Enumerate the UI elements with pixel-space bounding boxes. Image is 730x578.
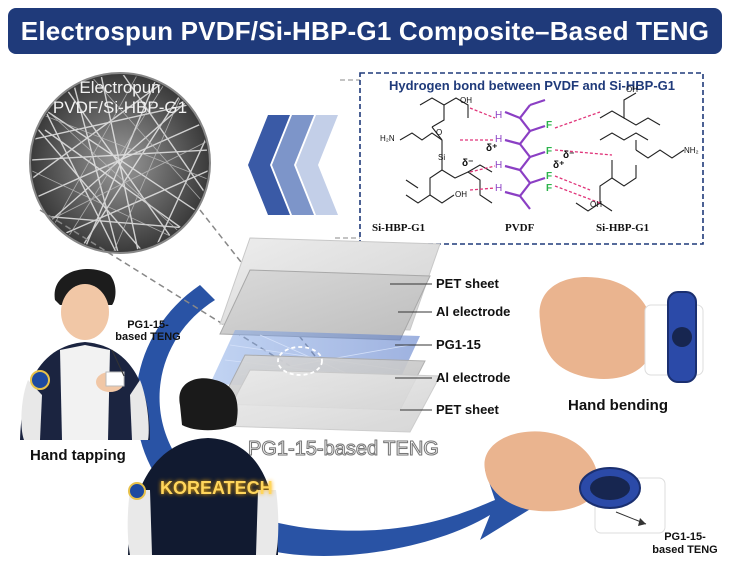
group-label: Si	[438, 153, 446, 162]
left-person-tag-line1: PG1-15-	[127, 319, 169, 331]
layer-label-pet-bottom: PET sheet	[436, 402, 499, 417]
group-label: OH	[455, 190, 467, 199]
fluorine-atom-label: F	[546, 183, 553, 194]
partial-charge-label: δ⁺	[486, 143, 498, 154]
layer-label-al-top: Al electrode	[436, 304, 511, 319]
right-molecule-name: Si-HBP-G1	[596, 222, 650, 234]
hydrogen-atom-label: H	[495, 160, 503, 171]
chevron-icon	[248, 115, 290, 215]
partial-charge-label: δ⁺	[553, 160, 565, 171]
left-molecule-structure	[399, 97, 493, 204]
jacket-text: KOREATECH	[160, 478, 273, 498]
layer-label-al-bottom: Al electrode	[436, 370, 511, 385]
pvdf-chain	[504, 98, 546, 210]
center-molecule-name: PVDF	[505, 222, 535, 234]
sem-label-line1: Electropun	[79, 78, 161, 97]
page-title: Electrospun PVDF/Si-HBP-G1 Composite–Bas…	[8, 8, 722, 54]
hydrogen-bond-lines	[460, 107, 613, 204]
hydrogen-atom-label: H	[495, 110, 503, 121]
group-label: OH	[626, 85, 638, 94]
left-molecule-name: Si-HBP-G1	[372, 222, 426, 234]
group-label: O	[436, 128, 443, 137]
partial-charge-label: δ⁻	[563, 150, 575, 161]
sem-label-line2: PVDF/Si-HBP-G1	[52, 98, 188, 117]
fluorine-atom-label: F	[546, 120, 553, 131]
bottom-tag-line1: PG1-15-	[664, 531, 706, 543]
group-label: NH₂	[684, 146, 699, 155]
group-label: H₂N	[380, 134, 395, 143]
hbond-panel	[359, 72, 704, 245]
curved-arrow	[135, 285, 545, 556]
hand-bending-caption: Hand bending	[568, 397, 668, 414]
bottom-tag-line2: based TENG	[652, 544, 718, 556]
fluorine-atom-label: F	[546, 146, 553, 157]
layer-label-pg1-15: PG1-15	[436, 337, 481, 352]
group-label: OH	[590, 200, 602, 209]
layer-label-pet-top: PET sheet	[436, 276, 499, 291]
chevron-icon	[296, 115, 338, 215]
zoom-line-right	[199, 209, 316, 357]
hand-tapping-caption: Hand tapping	[30, 447, 126, 464]
partial-charge-label: δ⁻	[462, 158, 474, 169]
hbond-panel-title: Hydrogen bond between PVDF and Si-HBP-G1	[388, 78, 676, 93]
device-label: PG1-15-based TENG	[248, 438, 440, 461]
fluorine-atom-label: F	[546, 171, 553, 182]
hydrogen-atom-label: H	[495, 134, 503, 145]
left-person-tag-line2: based TENG	[115, 331, 181, 343]
group-label: OH	[460, 96, 472, 105]
hydrogen-atom-label: H	[495, 183, 503, 194]
chevron-icon	[272, 115, 314, 215]
right-molecule-structure	[575, 92, 685, 212]
